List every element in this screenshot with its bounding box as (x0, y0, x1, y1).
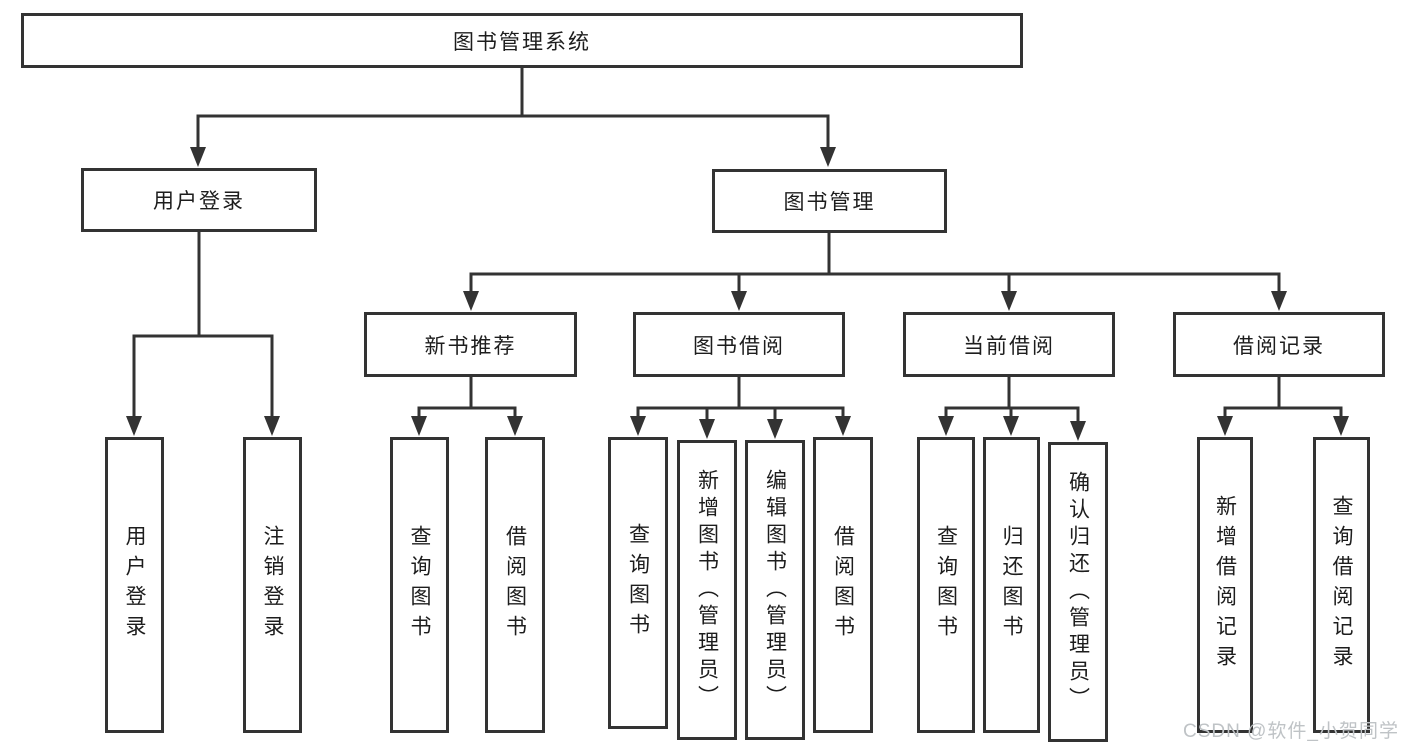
node-root: 图书管理系统 (21, 13, 1023, 68)
leaf-borrow-books: 借阅图书 (813, 437, 873, 733)
leaf-edit-book-admin-label: 编辑图书（管理员） (763, 468, 787, 712)
node-user-login-label: 用户登录 (153, 190, 245, 213)
leaf-add-borrow-record-label: 新增借阅记录 (1213, 495, 1237, 675)
leaf-query-books-recommend-label: 查询图书 (408, 525, 431, 645)
leaf-query-borrow-record: 查询借阅记录 (1313, 437, 1370, 733)
leaf-logout: 注销登录 (243, 437, 302, 733)
leaf-add-borrow-record: 新增借阅记录 (1197, 437, 1253, 733)
leaf-borrow-books-recommend-label: 借阅图书 (503, 525, 527, 645)
node-borrow-record: 借阅记录 (1173, 312, 1385, 377)
arrowheads-down (126, 147, 1349, 441)
leaf-user-login-label: 用户登录 (123, 525, 146, 645)
leaf-query-borrow-record-label: 查询借阅记录 (1330, 495, 1353, 675)
leaf-edit-book-admin: 编辑图书（管理员） (745, 440, 805, 740)
node-root-label: 图书管理系统 (453, 30, 591, 54)
leaf-logout-label: 注销登录 (261, 525, 284, 645)
leaf-query-books-borrow-label: 查询图书 (626, 523, 650, 643)
leaf-add-book-admin: 新增图书（管理员） (677, 440, 737, 740)
node-current-borrow-label: 当前借阅 (963, 334, 1055, 358)
node-current-borrow: 当前借阅 (903, 312, 1115, 377)
node-book-borrow: 图书借阅 (633, 312, 845, 377)
node-book-management: 图书管理 (712, 169, 947, 233)
node-book-borrow-label: 图书借阅 (693, 334, 785, 358)
leaf-borrow-books-recommend: 借阅图书 (485, 437, 545, 733)
leaf-query-books-recommend: 查询图书 (390, 437, 449, 733)
connector-segments (132, 66, 1343, 425)
leaf-return-book-label: 归还图书 (1000, 525, 1023, 645)
leaf-confirm-return-admin-label: 确认归还（管理员） (1066, 470, 1090, 714)
node-borrow-record-label: 借阅记录 (1233, 334, 1325, 358)
csdn-watermark: CSDN @软件_小贺同学 (1183, 721, 1399, 742)
node-book-management-label: 图书管理 (783, 191, 876, 214)
leaf-add-book-admin-label: 新增图书（管理员） (695, 468, 719, 712)
node-new-book-recommend-label: 新书推荐 (424, 334, 517, 358)
leaf-borrow-books-label: 借阅图书 (831, 525, 855, 645)
leaf-confirm-return-admin: 确认归还（管理员） (1048, 442, 1108, 742)
leaf-return-book: 归还图书 (983, 437, 1040, 733)
node-user-login: 用户登录 (81, 168, 317, 232)
leaf-user-login: 用户登录 (105, 437, 164, 733)
leaf-query-books-borrow: 查询图书 (608, 437, 668, 729)
node-new-book-recommend: 新书推荐 (364, 312, 577, 377)
leaf-query-books-current: 查询图书 (917, 437, 975, 733)
leaf-query-books-current-label: 查询图书 (934, 525, 958, 645)
